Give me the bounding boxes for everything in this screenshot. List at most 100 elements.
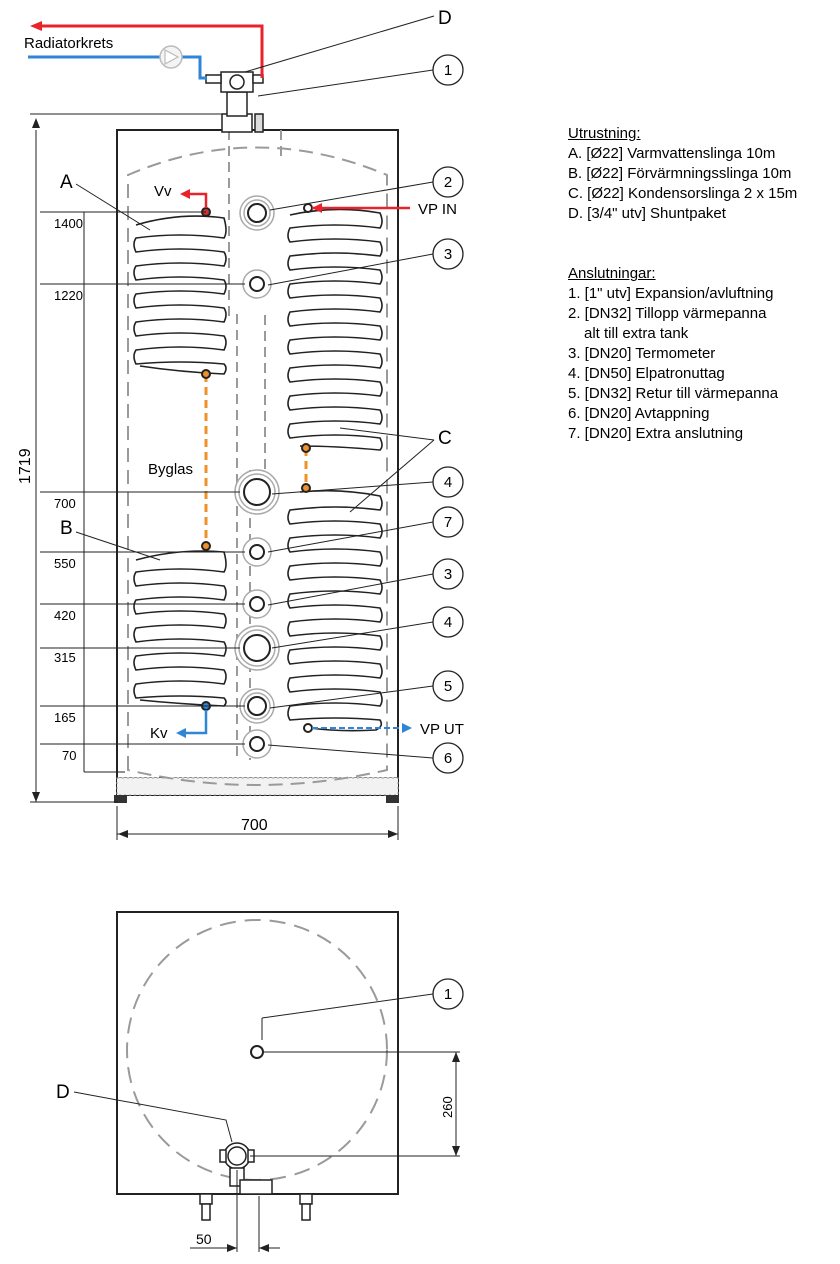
dim-arrow-left xyxy=(118,830,128,838)
bottom-nozzles xyxy=(199,1193,313,1221)
fitting-6 xyxy=(242,729,272,759)
callout-1-side: 1 xyxy=(444,62,452,79)
equipment-item-a: A. [Ø22] Varmvattenslinga 10m xyxy=(568,145,776,162)
numbered-callouts xyxy=(257,69,434,759)
connection-1-top xyxy=(250,1045,264,1059)
hot-water-pipe xyxy=(188,192,208,208)
inner-tank-dashed xyxy=(127,146,388,786)
equipment-title: Utrustning: xyxy=(568,125,641,142)
connection-item-2: 2. [DN32] Tillopp värmepanna xyxy=(568,305,767,322)
callout-c: C xyxy=(438,428,452,449)
height-total-label: 1719 xyxy=(17,448,34,484)
callout-3-upper: 3 xyxy=(444,246,452,263)
coil-a xyxy=(133,215,227,375)
height-mark-315: 315 xyxy=(54,650,76,665)
radiator-return-pipe xyxy=(28,55,207,80)
fitting-5 xyxy=(239,688,275,724)
connection-item-1: 1. [1" utv] Expansion/avluftning xyxy=(568,285,774,302)
tank-base-insulation xyxy=(116,777,399,796)
callout-d-top: D xyxy=(56,1082,70,1103)
dim-arrow-top-up xyxy=(452,1052,460,1062)
fitting-3-lower xyxy=(242,589,272,619)
callout-5: 5 xyxy=(444,678,452,695)
fitting-3-upper xyxy=(242,269,272,299)
height-mark-70: 70 xyxy=(62,748,76,763)
equipment-item-b: B. [Ø22] Förvärmningsslinga 10m xyxy=(568,165,792,182)
top-offset-label: 260 xyxy=(440,1096,455,1118)
cold-water-label: Kv xyxy=(150,725,168,742)
hp-out-label: VP UT xyxy=(420,721,464,738)
fitting-7 xyxy=(242,537,272,567)
callout-1-top: 1 xyxy=(444,986,452,1003)
coil-c-lower xyxy=(287,489,383,732)
connections-title: Anslutningar: xyxy=(568,265,656,282)
equipment-legend: Utrustning: A. [Ø22] Varmvattenslinga 10… xyxy=(568,124,797,224)
fitting-2 xyxy=(239,195,275,231)
callout-d-side: D xyxy=(438,8,452,29)
dim-arrow-50-left xyxy=(227,1244,237,1252)
coil-c-upper xyxy=(287,208,383,451)
height-dimensions xyxy=(30,113,399,840)
shunt-package-top xyxy=(219,1142,273,1195)
circulation-pump-icon xyxy=(159,45,183,69)
dim-arrow-up xyxy=(32,118,40,128)
callout-4-lower: 4 xyxy=(444,614,452,631)
connection-item-7: 7. [DN20] Extra anslutning xyxy=(568,425,744,442)
height-mark-1400: 1400 xyxy=(54,216,83,231)
height-mark-420: 420 xyxy=(54,608,76,623)
shunt-package-side xyxy=(205,71,264,133)
cold-water-pipe xyxy=(184,710,208,735)
connection-item-4: 4. [DN50] Elpatronuttag xyxy=(568,365,725,382)
connection-item-2-note-text: alt till extra tank xyxy=(584,325,689,342)
connection-item-6: 6. [DN20] Avtappning xyxy=(568,405,710,422)
tank-body xyxy=(116,129,399,796)
callout-2: 2 xyxy=(444,174,452,191)
callout-d-side-leader xyxy=(244,15,435,73)
radiator-circuit-label: Radiatorkrets xyxy=(24,35,113,52)
dim-arrow-down xyxy=(32,792,40,802)
dim-arrow-top-down xyxy=(452,1146,460,1156)
callout-b-leader xyxy=(75,531,161,561)
callout-circles xyxy=(432,54,464,774)
width-label: 700 xyxy=(241,817,268,834)
hot-water-arrow xyxy=(180,189,190,199)
bridge-label: Byglas xyxy=(148,461,193,478)
height-mark-550: 550 xyxy=(54,556,76,571)
dim-arrow-50-right xyxy=(259,1244,269,1252)
foot-left xyxy=(114,795,127,803)
callout-d-top-leader xyxy=(73,1091,233,1143)
connection-fittings xyxy=(234,195,280,759)
cold-water-arrow xyxy=(176,728,186,738)
hp-out-arrow xyxy=(402,723,412,733)
hot-water-label: Vv xyxy=(154,183,172,200)
connections-legend: Anslutningar: 1. [1" utv] Expansion/avlu… xyxy=(568,264,778,444)
callout-c-leader-upper xyxy=(339,427,435,441)
hp-in-label: VP IN xyxy=(418,201,457,218)
shunt-offset-label: 50 xyxy=(196,1231,212,1247)
callout-1-top-leader xyxy=(261,993,434,1019)
equipment-item-c: C. [Ø22] Kondensorslinga 2 x 15m xyxy=(568,185,798,202)
height-mark-1220: 1220 xyxy=(54,288,83,303)
dim-arrow-right xyxy=(388,830,398,838)
radiator-supply-arrow xyxy=(30,21,42,31)
callout-a-leader xyxy=(75,183,151,231)
equipment-item-d: D. [3/4" utv] Shuntpaket xyxy=(568,205,726,222)
fitting-4-upper xyxy=(234,469,280,515)
callout-b: B xyxy=(60,518,73,539)
connection-item-3: 3. [DN20] Termometer xyxy=(568,345,716,362)
radiator-supply-pipe xyxy=(40,24,264,78)
callout-3-lower: 3 xyxy=(444,566,452,583)
callout-6: 6 xyxy=(444,750,452,767)
callout-1-top-circle xyxy=(432,978,464,1010)
connection-item-2-note: alt till extra tank xyxy=(568,324,778,344)
top-view-dimensions xyxy=(190,1051,460,1252)
hp-in-arrow xyxy=(312,203,322,213)
coil-b xyxy=(133,550,227,707)
callout-a: A xyxy=(60,172,73,193)
height-mark-700: 700 xyxy=(54,496,76,511)
foot-right xyxy=(386,795,399,803)
height-mark-165: 165 xyxy=(54,710,76,725)
callout-4-upper: 4 xyxy=(444,474,452,491)
callout-c-leader-lower xyxy=(349,439,435,513)
